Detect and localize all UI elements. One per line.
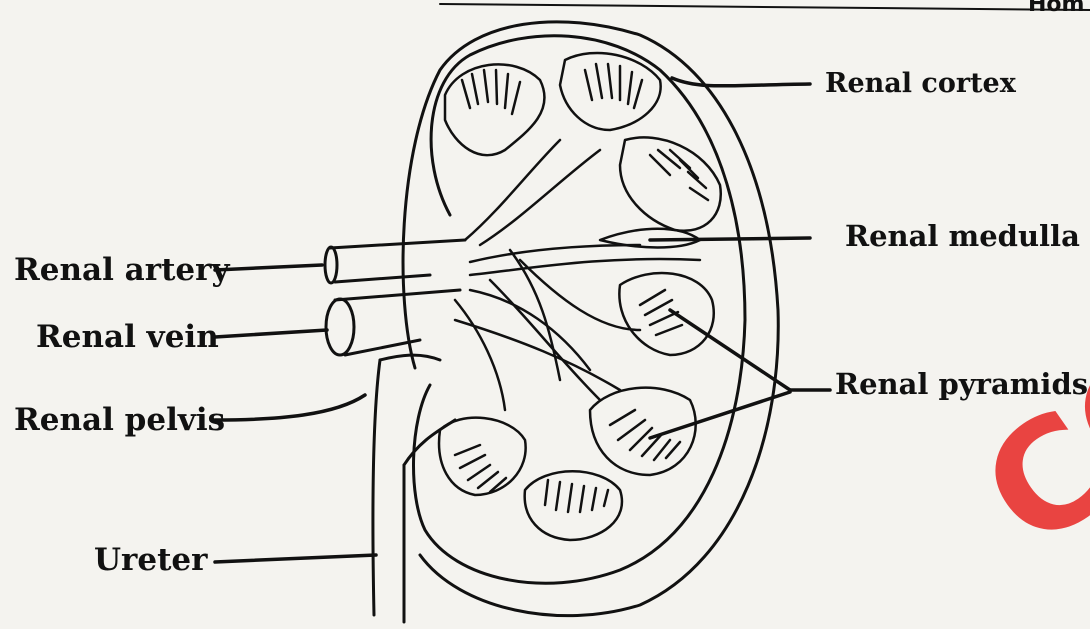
leader-renal-pyramids-a	[670, 310, 790, 390]
label-renal-cortex: Renal cortex	[825, 70, 1016, 97]
pyramid-1	[445, 64, 545, 155]
pyramid-5	[590, 388, 696, 475]
leader-lines	[215, 78, 830, 562]
renal-vein-vessel	[326, 290, 460, 355]
leader-ureter	[215, 555, 376, 562]
label-renal-medulla: Renal medulla	[845, 222, 1080, 251]
header-fragment-text: Hom	[1028, 0, 1084, 16]
renal-vessel-branches	[455, 140, 700, 410]
label-renal-pelvis: Renal pelvis	[14, 405, 225, 436]
label-renal-artery: Renal artery	[14, 255, 230, 286]
pyramid-striations	[455, 64, 708, 512]
label-ureter: Ureter	[94, 545, 207, 576]
leader-renal-pelvis	[215, 395, 365, 420]
label-renal-vein: Renal vein	[36, 322, 219, 353]
page-top-rule	[440, 4, 1090, 10]
leader-renal-medulla	[650, 238, 810, 240]
pyramid-4	[619, 273, 713, 355]
leader-renal-cortex	[672, 78, 810, 86]
leader-renal-vein	[215, 330, 327, 337]
renal-artery-vessel	[325, 240, 465, 283]
pyramid-6	[525, 471, 622, 540]
renal-pyramids	[439, 53, 721, 540]
kidney-capsule-outline	[403, 22, 778, 616]
leader-renal-artery	[215, 265, 322, 270]
